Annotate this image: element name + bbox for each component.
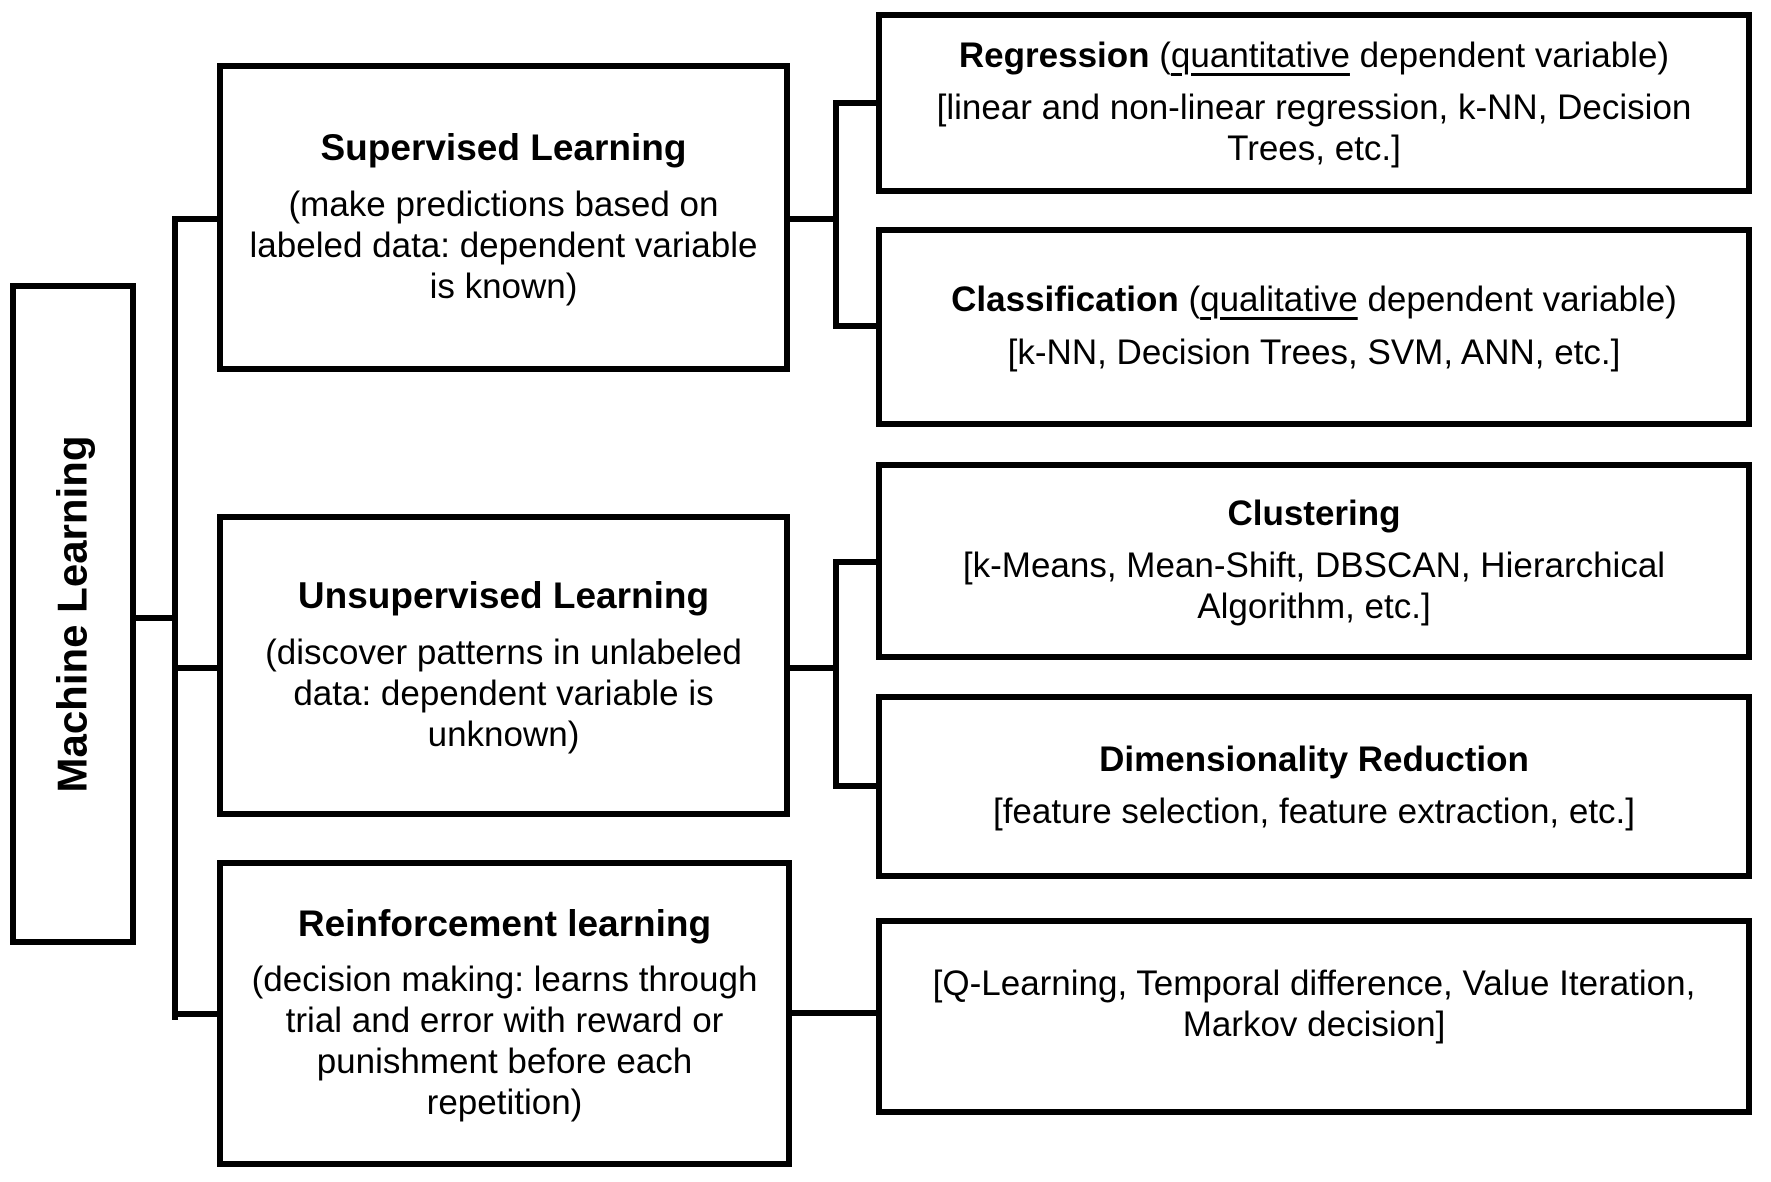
unsupervised-learning-title: Unsupervised Learning: [297, 575, 710, 617]
regression-examples: [linear and non-linear regression, k-NN,…: [936, 88, 1692, 169]
regression-title: Regression (quantitative dependent varia…: [959, 36, 1669, 77]
classification-box: Classification (qualitative dependent va…: [876, 227, 1752, 427]
connector-clustering-stub: [839, 559, 876, 565]
connector-supervised-stub: [178, 216, 217, 222]
connector-reinforcement-right-stub: [790, 1010, 876, 1016]
dimensionality-reduction-title-bold: Dimensionality Reduction: [1099, 739, 1529, 779]
connector-supervised-right-stub: [790, 216, 836, 222]
regression-title-pre: (: [1149, 35, 1171, 75]
machine-learning-box: Machine Learning: [10, 283, 136, 945]
connector-regression-stub: [839, 100, 876, 106]
connector-unsupervised-stub: [178, 665, 217, 671]
connector-classification-stub: [839, 323, 876, 329]
clustering-title-bold: Clustering: [1227, 493, 1401, 533]
dimensionality-reduction-box: Dimensionality Reduction [feature select…: [876, 694, 1752, 879]
regression-title-post: dependent variable): [1349, 35, 1670, 75]
supervised-learning-description: (make predictions based on labeled data:…: [249, 184, 758, 306]
classification-title: Classification (qualitative dependent va…: [951, 280, 1677, 321]
reinforcement-learning-title: Reinforcement learning: [297, 902, 712, 944]
clustering-box: Clustering [k-Means, Mean-Shift, DBSCAN,…: [876, 462, 1752, 660]
dimensionality-reduction-examples: [feature selection, feature extraction, …: [992, 792, 1635, 832]
reinforcement-methods-box: [Q-Learning, Temporal difference, Value …: [876, 918, 1752, 1115]
regression-title-underlined: quantitative: [1170, 35, 1350, 75]
unsupervised-learning-description: (discover patterns in unlabeled data: de…: [265, 632, 742, 754]
reinforcement-learning-box: Reinforcement learning (decision making:…: [217, 860, 792, 1167]
clustering-examples: [k-Means, Mean-Shift, DBSCAN, Hierarchic…: [962, 546, 1666, 627]
regression-box: Regression (quantitative dependent varia…: [876, 12, 1752, 194]
connector-reinforcement-stub: [178, 1011, 217, 1017]
clustering-title: Clustering: [1227, 494, 1400, 535]
connector-trunk-line: [172, 216, 178, 1020]
classification-title-post: dependent variable): [1357, 280, 1677, 320]
connector-supervised-bracket: [833, 100, 839, 329]
reinforcement-methods-examples: [Q-Learning, Temporal difference, Value …: [932, 963, 1696, 1044]
classification-title-pre: (: [1178, 280, 1201, 320]
classification-title-bold: Classification: [951, 280, 1179, 320]
reinforcement-learning-description: (decision making: learns through trial a…: [251, 960, 758, 1123]
supervised-learning-box: Supervised Learning (make predictions ba…: [217, 63, 790, 372]
regression-title-bold: Regression: [958, 35, 1150, 75]
connector-unsupervised-right-stub: [790, 665, 836, 671]
unsupervised-learning-box: Unsupervised Learning (discover patterns…: [217, 514, 790, 817]
connector-dimensionality-stub: [839, 783, 876, 789]
classification-title-underlined: qualitative: [1200, 280, 1358, 320]
connector-unsupervised-bracket: [833, 559, 839, 789]
supervised-learning-title: Supervised Learning: [320, 127, 687, 169]
classification-examples: [k-NN, Decision Trees, SVM, ANN, etc.]: [1007, 332, 1621, 372]
machine-learning-label: Machine Learning: [49, 435, 96, 793]
dimensionality-reduction-title: Dimensionality Reduction: [1099, 740, 1529, 781]
connector-root-stub: [136, 615, 176, 621]
